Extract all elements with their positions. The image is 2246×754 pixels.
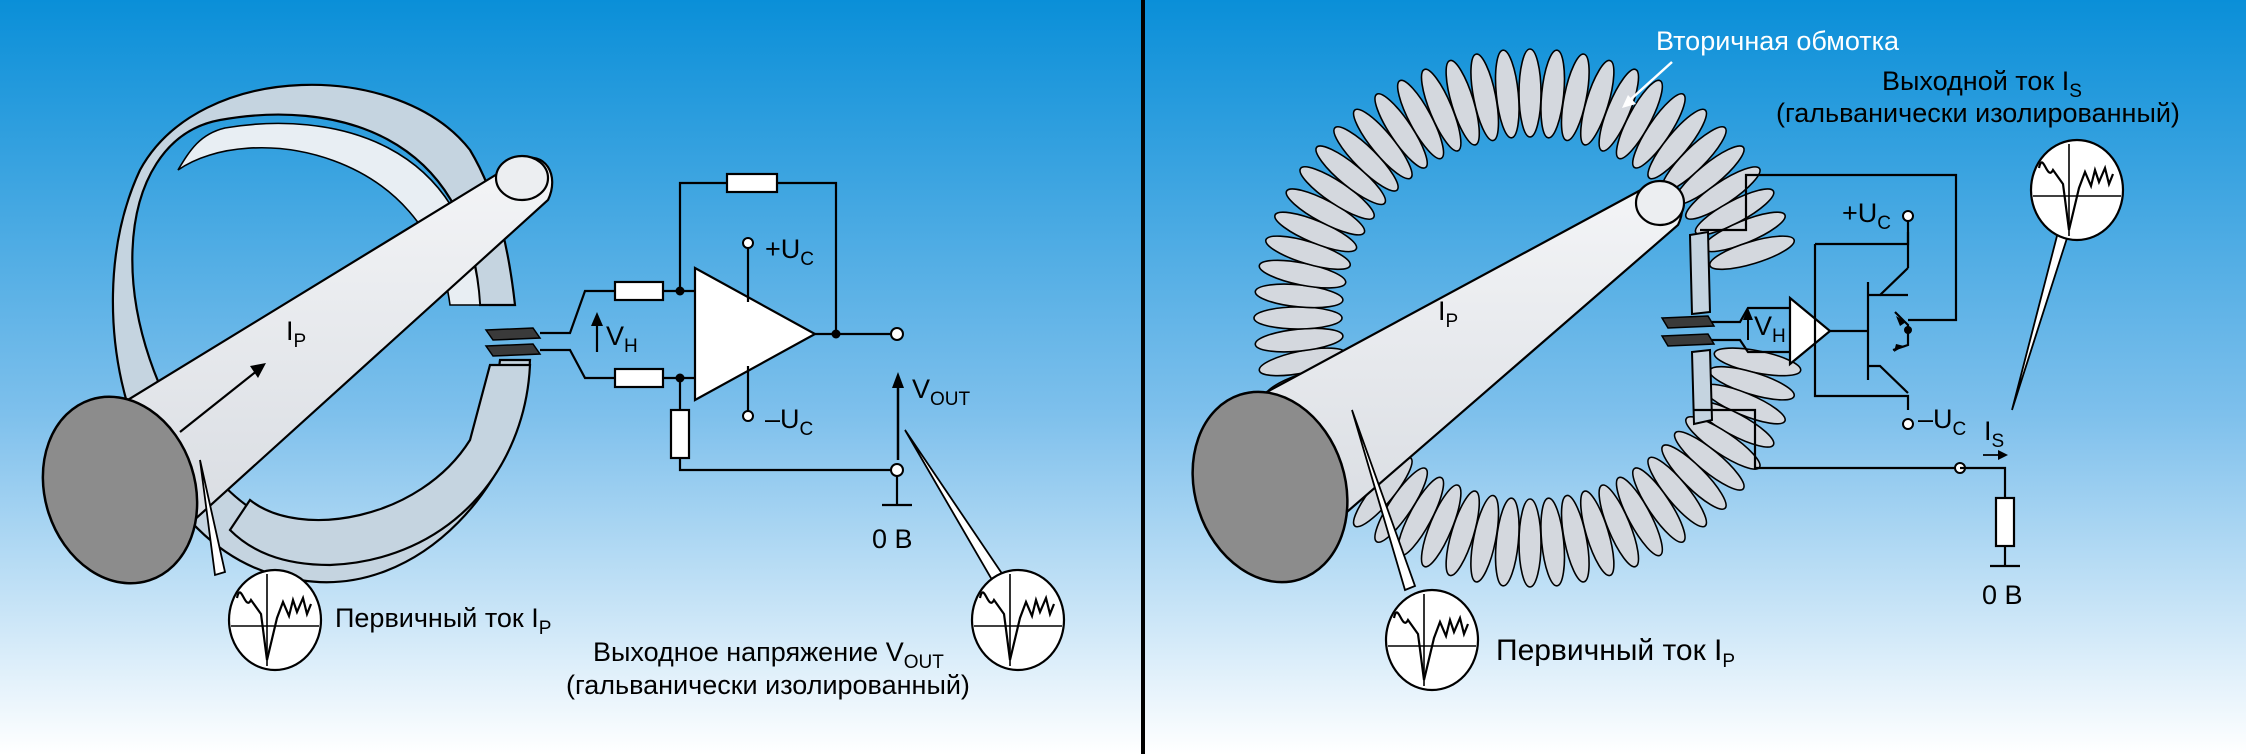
current-label-ip-right: IP	[1438, 296, 1458, 332]
output-current-scope	[2011, 138, 2125, 411]
vout-label: VOUT	[912, 374, 971, 410]
vout-scope	[904, 429, 1066, 672]
is-label: IS	[1984, 416, 2004, 452]
hall-sensor-right	[1660, 315, 1716, 347]
core-gap-lower	[1690, 348, 1714, 426]
amplifier-circuit	[1693, 173, 2020, 568]
current-label-ip: IP	[286, 316, 306, 352]
primary-conductor-right	[1191, 179, 1686, 584]
supply-plus-label: +UC	[765, 234, 814, 270]
vh-label: VH	[606, 321, 638, 357]
output-current-caption-line2: (гальванически изолированный)	[1776, 98, 2180, 128]
winding-turn	[1540, 49, 1566, 139]
winding-label: Вторичная обмотка	[1656, 26, 1900, 56]
winding-turn	[1494, 497, 1520, 587]
winding-turn	[1708, 235, 1796, 271]
winding-turn	[1518, 498, 1542, 588]
output-caption-left: Выходное напряжение VOUT	[593, 637, 944, 673]
vh-arrow	[591, 312, 603, 352]
ground-label-right: 0 В	[1982, 580, 2023, 610]
opamp-circuit	[540, 172, 912, 507]
current-arrow-ip	[179, 363, 266, 433]
primary-caption-right: Первичный ток IP	[1496, 634, 1735, 672]
primary-current-scope-left	[199, 459, 323, 672]
winding-turn	[1470, 53, 1500, 142]
winding-turn	[1518, 48, 1542, 138]
vh-arrow-right	[1743, 308, 1753, 340]
output-current-caption: Выходной ток IS	[1882, 66, 2082, 102]
supply-minus-label-right: –UC	[1918, 404, 1966, 440]
ground-label-left: 0 В	[872, 524, 913, 554]
supply-minus-label: –UC	[765, 404, 813, 440]
winding-turn	[1560, 494, 1590, 583]
hall-sensor	[484, 327, 542, 357]
supply-plus-label-right: +UC	[1842, 198, 1891, 234]
winding-arrow	[1622, 61, 1673, 108]
primary-conductor	[41, 154, 554, 585]
right-panel: VH IP +UC –UC IS 0 В Вторичная обмотка В…	[1191, 26, 2180, 692]
core-ring-front	[228, 363, 532, 567]
output-caption-left-line2: (гальванически изолированный)	[566, 670, 970, 700]
primary-caption-left: Первичный ток IP	[335, 603, 551, 639]
winding-turn	[1253, 306, 1343, 330]
left-panel: IP VH	[41, 83, 1066, 700]
core-gap-upper	[1688, 230, 1712, 316]
primary-current-scope-right	[1351, 409, 1480, 692]
vh-label-right: VH	[1754, 311, 1786, 347]
